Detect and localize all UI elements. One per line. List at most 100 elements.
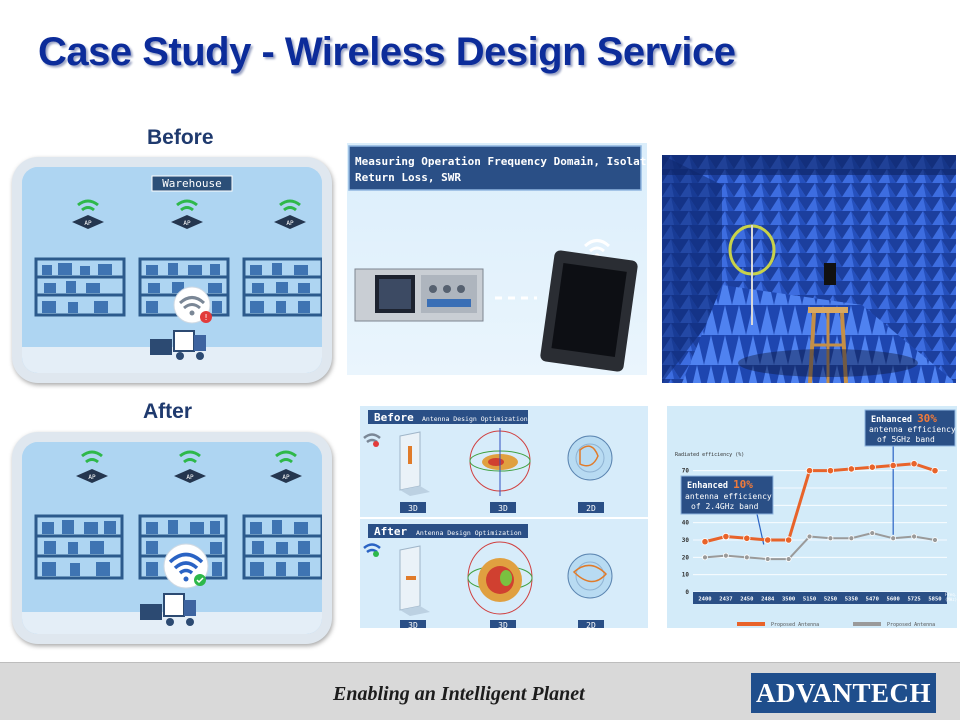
svg-text:AP: AP — [286, 220, 294, 227]
svg-text:AP: AP — [183, 220, 191, 227]
data-point — [701, 538, 709, 546]
y-tick-label: 70 — [682, 468, 690, 475]
data-point — [806, 533, 813, 540]
data-point — [869, 530, 876, 536]
svg-text:Enhanced 30%: Enhanced 30% — [871, 412, 937, 425]
router-icon: AP — [171, 199, 203, 229]
advantech-logo: ADVANTECH — [751, 673, 936, 713]
warehouse-before-scene: Warehouse AP AP AP — [22, 167, 322, 373]
data-point — [847, 465, 855, 473]
svg-text:AP: AP — [84, 220, 92, 227]
router-icon: AP — [72, 199, 104, 229]
x-tick-label: 2484 — [761, 597, 775, 603]
router-icon: AP — [270, 450, 302, 483]
footer-tagline: Enabling an Intelligent Planet — [333, 683, 585, 705]
x-tick-label: 5725 — [907, 597, 920, 603]
x-unit-label: (MHz) — [945, 597, 957, 602]
data-point — [931, 467, 939, 475]
y-tick-label: 20 — [682, 554, 690, 561]
antenna-before-label-2: 3D — [498, 504, 508, 513]
antenna-after-label-3: 2D — [586, 621, 596, 628]
x-tick-label: 2437 — [719, 597, 732, 603]
data-point — [827, 535, 834, 542]
device-under-test — [824, 263, 836, 285]
slide-title: Case Study - Wireless Design Service — [38, 30, 736, 74]
data-point — [889, 461, 897, 470]
data-point — [890, 535, 897, 542]
x-tick-label: 5250 — [824, 597, 837, 603]
x-tick-label: 5350 — [845, 597, 858, 603]
anechoic-chamber-photo — [662, 155, 956, 383]
svg-text:!: ! — [204, 313, 209, 322]
tablet-device — [540, 250, 638, 372]
svg-text:Enhanced 10%: Enhanced 10% — [687, 478, 753, 491]
router-icon: AP — [274, 199, 306, 229]
series-line-1 — [704, 532, 936, 561]
x-unit-label: Freq. — [945, 592, 957, 597]
weak-wifi-icon — [363, 433, 381, 447]
antenna-before-label-1: 3D — [408, 504, 418, 513]
legend-swatch-orange — [737, 622, 765, 626]
measurement-setup-image: Measuring Operation Frequency Domain, Is… — [347, 143, 647, 375]
data-point — [911, 533, 917, 540]
data-point — [743, 534, 751, 542]
data-point — [826, 467, 835, 475]
before-label: Before — [147, 126, 214, 149]
antenna-optimization-image: Before Antenna Design Optimization 3D 3D… — [360, 406, 648, 628]
after-label: After — [143, 400, 193, 423]
antenna-after-title: After — [374, 525, 407, 538]
svg-text:AP: AP — [186, 474, 194, 481]
legend-label-gray: Proposed Antenna — [887, 622, 935, 628]
warehouse-after-image: AP AP AP — [12, 432, 332, 644]
legend-swatch-gray — [853, 622, 881, 626]
forklift-icon — [140, 593, 196, 626]
x-tick-label: 5150 — [803, 597, 816, 603]
data-point — [764, 536, 772, 544]
measurement-caption-line2: Return Loss, SWR — [355, 171, 461, 184]
warehouse-after-scene: AP AP AP — [22, 442, 322, 634]
antenna-before-label-3: 2D — [586, 504, 596, 513]
legend-label-orange: Proposed Antenna — [771, 622, 819, 628]
svg-text:AP: AP — [88, 474, 96, 481]
x-tick-label: 2450 — [740, 597, 753, 603]
annotation-left-prefix: Enhanced — [687, 481, 733, 491]
efficiency-chart-panel: Radiated efficiency (%) 010203040506070 … — [667, 406, 957, 628]
x-tick-label: 3500 — [782, 597, 795, 603]
data-point — [785, 556, 792, 562]
x-tick-label: 5850 — [928, 597, 941, 603]
data-point — [764, 556, 771, 562]
y-tick-label: 10 — [682, 572, 690, 579]
network-analyzer-device — [354, 268, 484, 322]
efficiency-chart: Radiated efficiency (%) 010203040506070 … — [667, 406, 957, 628]
annotation-right-prefix: Enhanced — [871, 415, 917, 425]
antenna-before-subtitle: Antenna Design Optimization — [422, 415, 528, 423]
strong-wifi-icon — [363, 543, 381, 557]
x-axis-band — [693, 592, 947, 604]
data-point — [910, 460, 918, 468]
data-point — [722, 532, 730, 541]
data-point — [932, 537, 938, 543]
y-tick-label: 30 — [682, 537, 690, 544]
strong-signal-icon — [163, 543, 209, 589]
y-tick-label: 0 — [685, 589, 689, 596]
router-icon: AP — [174, 450, 206, 483]
annotation-left-value: 10% — [733, 478, 753, 491]
data-point — [848, 535, 855, 542]
svg-text:AP: AP — [282, 474, 290, 481]
x-tick-label: 2400 — [698, 597, 711, 603]
annotation-left-line3: of 2.4GHz band — [691, 502, 759, 511]
annotation-right-line2: antenna efficiency — [869, 425, 956, 434]
data-point — [868, 463, 876, 471]
warehouse-before-image: Warehouse AP AP AP — [12, 157, 332, 383]
warehouse-sign: Warehouse — [162, 177, 222, 190]
router-icon: AP — [76, 450, 108, 483]
data-point — [785, 536, 793, 544]
antenna-before-title: Before — [374, 411, 414, 424]
chart-ylabel: Radiated efficiency (%) — [675, 452, 744, 458]
x-tick-label: 5600 — [887, 597, 900, 603]
data-point — [805, 467, 814, 475]
annotation-right-line3: of 5GHz band — [877, 435, 935, 444]
weak-signal-icon: ! — [173, 286, 212, 324]
annotation-left-line2: antenna efficiency — [685, 492, 772, 501]
footer-bar: Enabling an Intelligent Planet ADVANTECH — [0, 662, 960, 720]
